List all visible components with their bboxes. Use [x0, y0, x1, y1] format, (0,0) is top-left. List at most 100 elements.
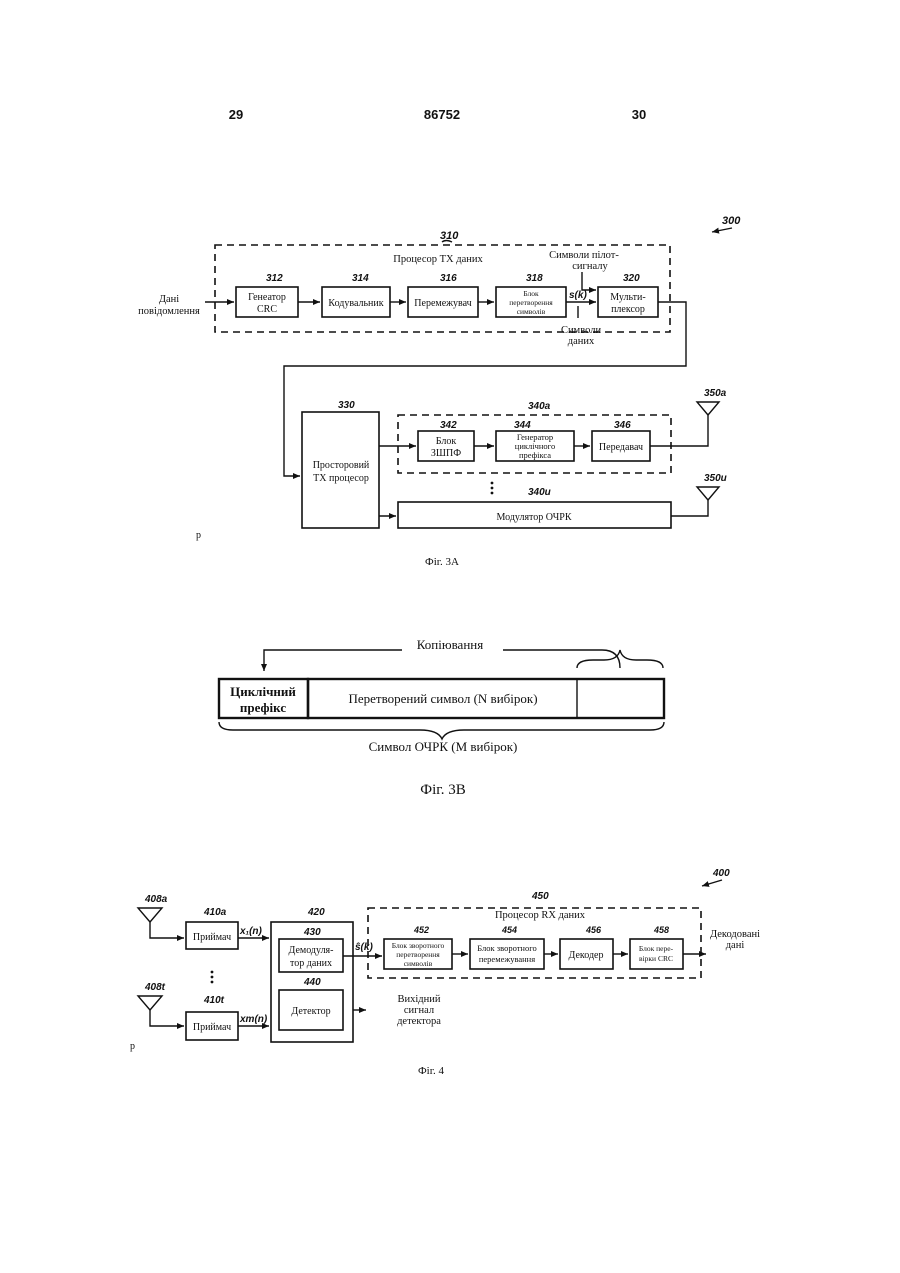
data-demodulator-label-2: тор даних	[290, 958, 332, 969]
figure-3b: Копіювання Циклічний префікс Перетворени…	[219, 637, 664, 798]
receiver-410t-label: Приймач	[193, 1022, 231, 1033]
ref-458: 458	[653, 925, 669, 935]
symbol-demapper-label-3: символів	[404, 959, 433, 968]
ofdm-symbol-label: Символ ОЧРК (М вибірок)	[369, 739, 518, 754]
symbol-demapper-label-2: перетворення	[396, 950, 440, 959]
ref-400-arrow	[702, 880, 722, 886]
copy-bracket-right	[503, 650, 620, 668]
ref-440: 440	[303, 977, 321, 988]
vertical-ellipsis-3a	[491, 482, 494, 495]
ref-408t: 408t	[144, 982, 166, 993]
ofdm-symbol-brace	[219, 722, 664, 739]
crc-generator-label-1: Генеатор	[248, 292, 286, 303]
data-symbols-label-2: даних	[568, 336, 595, 347]
ref-350u: 350u	[704, 473, 727, 484]
ref-300: 300	[722, 215, 741, 227]
ifft-label-1: Блок	[436, 436, 457, 447]
ref-310: 310	[440, 230, 459, 242]
ref-314: 314	[352, 273, 369, 284]
ref-420: 420	[307, 907, 325, 918]
tx-data-processor-label: Процесор ТХ даних	[393, 254, 483, 265]
symbol-mapper-label-1: Блок	[523, 289, 539, 298]
deinterleaver-label-1: Блок зворотного	[477, 943, 537, 953]
figure-3a: 300 310 Процесор ТХ даних Символи пілот-…	[138, 215, 741, 568]
ref-312: 312	[266, 273, 283, 284]
detector-label: Детектор	[291, 1006, 330, 1017]
interleaver-label: Перемежувач	[414, 298, 471, 309]
crc-check-label-2: вірки CRC	[639, 954, 673, 963]
page-number-left: 29	[229, 107, 243, 122]
symbol-mapper-label-3: символів	[517, 307, 546, 316]
ref-340u: 340u	[528, 487, 551, 498]
ref-320: 320	[623, 273, 640, 284]
cyclic-prefix-label-2: префікс	[240, 700, 286, 715]
ref-342: 342	[440, 420, 457, 431]
ref-316: 316	[440, 273, 457, 284]
ref-410t: 410t	[203, 995, 225, 1006]
document-number: 86752	[424, 107, 460, 122]
antenna-350a-feed	[650, 415, 708, 446]
figure-3b-caption: Фіг. 3B	[420, 782, 465, 798]
cp-generator-label-3: префікса	[519, 450, 551, 460]
ofdm-modulator-label: Модулятор ОЧРК	[496, 512, 571, 523]
antenna-408a-icon	[138, 908, 162, 922]
antenna-350u-icon	[697, 487, 719, 500]
input-data-label-1: Дані	[159, 294, 179, 305]
symbol-demapper-label-1: Блок зворотного	[392, 941, 445, 950]
ref-430: 430	[303, 927, 321, 938]
ref-330: 330	[338, 400, 355, 411]
xt-label: xт(n)	[239, 1014, 268, 1025]
ref-346: 346	[614, 420, 631, 431]
detector-output-label-1: Вихідний	[398, 994, 441, 1005]
decoded-data-label-1: Декодовані	[710, 929, 760, 940]
encoder-label: Кодувальник	[328, 298, 383, 309]
figure-3a-caption: Фіг. 3A	[425, 556, 459, 568]
deinterleaver-label-2: перемежування	[479, 954, 535, 964]
crc-check-label-1: Блок пере-	[639, 944, 674, 953]
multiplexer-label-2: плексор	[611, 304, 645, 315]
x1-label: x₁(n)	[239, 926, 263, 937]
ref-456: 456	[585, 925, 602, 935]
ref-300-arrow	[712, 228, 732, 232]
detector-output-label-3: детектора	[397, 1016, 441, 1027]
ref-454: 454	[501, 925, 517, 935]
cyclic-prefix-label-1: Циклічний	[230, 684, 296, 699]
p-mark-3a: p	[196, 530, 201, 541]
antenna-350u-feed	[671, 500, 708, 516]
sk-label: s(k)	[569, 290, 587, 301]
arrow-antenna-receiver-t	[150, 1010, 184, 1026]
pilot-symbols-label-2: сигналу	[572, 261, 608, 272]
shat-label: ŝ(k)	[355, 942, 373, 953]
symbol-mapper-label-2: перетворення	[509, 298, 553, 307]
ref-350a: 350a	[704, 388, 727, 399]
crc-generator-label-2: CRC	[257, 304, 277, 315]
p-mark-4: p	[130, 1041, 135, 1052]
ref-340a: 340a	[528, 401, 551, 412]
transmitter-label: Передавач	[599, 442, 643, 453]
pilot-symbols-label-1: Символи пілот-	[549, 250, 619, 261]
ref-408a: 408a	[144, 894, 168, 905]
ref-452: 452	[413, 925, 429, 935]
page-header: 29 86752 30	[229, 107, 646, 122]
transformed-symbol-label: Перетворений символ (N вибірок)	[348, 691, 537, 706]
copy-label: Копіювання	[417, 637, 483, 652]
detector-output-label-2: сигнал	[404, 1005, 434, 1016]
decoded-data-label-2: дані	[726, 940, 745, 951]
page-number-right: 30	[632, 107, 646, 122]
spatial-tx-processor-label-1: Просторовий	[313, 460, 370, 471]
ref-410a: 410a	[203, 907, 227, 918]
pilot-arrow	[582, 272, 596, 290]
data-symbols-label-1: Символи	[561, 325, 602, 336]
arrow-antenna-receiver-a	[150, 922, 184, 938]
ref-400: 400	[712, 868, 730, 879]
antenna-408t-icon	[138, 996, 162, 1010]
ifft-label-2: ЗШПФ	[431, 448, 461, 459]
rx-data-processor-label: Процесор RX даних	[495, 910, 586, 921]
input-data-label-2: повідомлення	[138, 306, 200, 317]
figure-4: 400 408a 410a Приймач x₁(n) 408t 410t Пр…	[130, 868, 760, 1077]
spatial-tx-processor-label-2: ТХ процесор	[313, 473, 369, 484]
data-demodulator-label-1: Демодуля-	[289, 945, 334, 956]
ref-344: 344	[514, 420, 531, 431]
ref-450: 450	[531, 891, 549, 902]
